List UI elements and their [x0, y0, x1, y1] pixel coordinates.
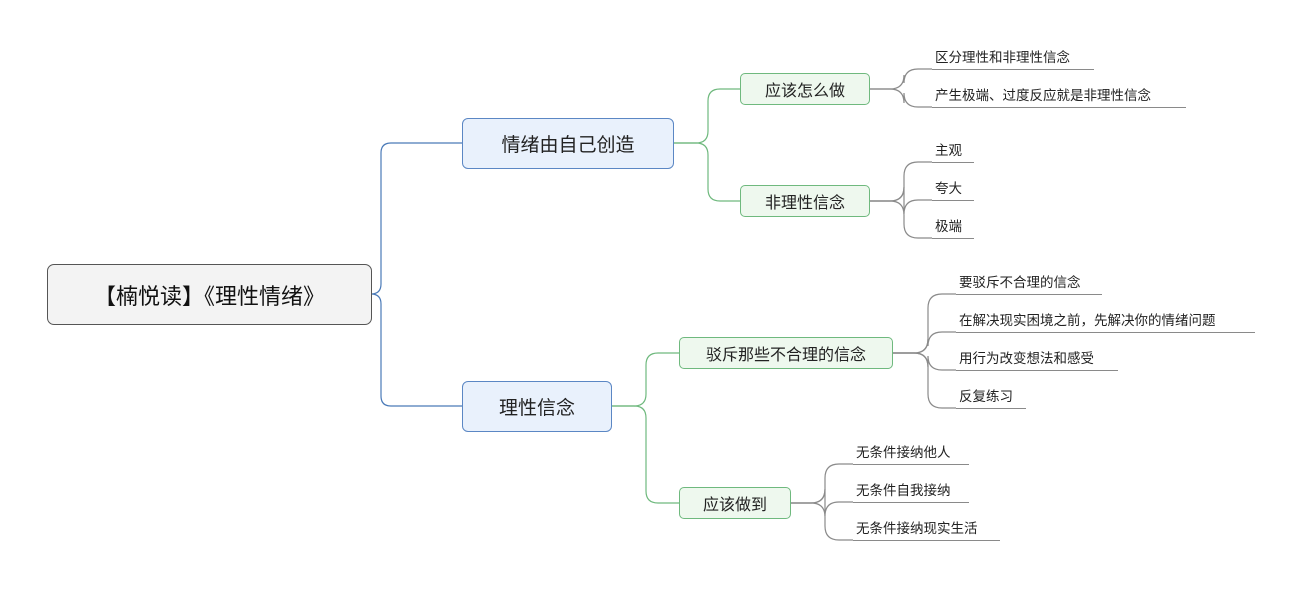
- leaf-extreme[interactable]: 极端: [932, 217, 974, 239]
- leaf-connector-d-1: [791, 488, 853, 517]
- subtopic-what-to-do[interactable]: 应该怎么做: [740, 73, 870, 105]
- branch-rational-belief[interactable]: 理性信念: [462, 381, 612, 432]
- leaf-connector-c-3: [893, 352, 956, 409]
- leaf-connector-d-2: [791, 502, 853, 541]
- leaf-distinguish-beliefs[interactable]: 区分理性和非理性信念: [932, 48, 1094, 70]
- leaf-behavior-change[interactable]: 用行为改变想法和感受: [956, 349, 1118, 371]
- branch0-connector-1: [674, 142, 740, 202]
- leaf-solve-emotion-first[interactable]: 在解决现实困境之前，先解决你的情绪问题: [956, 311, 1255, 333]
- leaf-connector-d-0: [791, 463, 853, 504]
- leaf-connector-b-1: [870, 186, 932, 215]
- leaf-repeat-practice[interactable]: 反复练习: [956, 387, 1026, 409]
- subtopic-irrational-belief[interactable]: 非理性信念: [740, 185, 870, 217]
- leaf-connector-a-0: [870, 68, 932, 90]
- branch1-connector-1: [612, 405, 679, 504]
- subtopic-refute-irrational-beliefs[interactable]: 驳斥那些不合理的信念: [679, 337, 893, 369]
- leaf-extreme-reaction[interactable]: 产生极端、过度反应就是非理性信念: [932, 86, 1186, 108]
- leaf-accept-reality[interactable]: 无条件接纳现实生活: [853, 519, 1000, 541]
- leaf-connector-a-1: [870, 88, 932, 108]
- leaf-subjective[interactable]: 主观: [932, 141, 974, 163]
- subtopic-should-achieve[interactable]: 应该做到: [679, 487, 791, 519]
- leaf-connector-b-2: [870, 200, 932, 239]
- branch0-connector-0: [674, 88, 740, 144]
- root-connector-1: [370, 293, 462, 407]
- leaf-exaggerate[interactable]: 夸大: [932, 179, 974, 201]
- leaf-refute-beliefs[interactable]: 要驳斥不合理的信念: [956, 273, 1102, 295]
- leaf-connector-c-0: [893, 293, 956, 354]
- root-connector-0: [370, 142, 462, 295]
- branch1-connector-0: [612, 352, 679, 407]
- leaf-connector-c-2: [893, 352, 956, 371]
- leaf-accept-others[interactable]: 无条件接纳他人: [853, 443, 969, 465]
- leaf-connector-b-0: [870, 161, 932, 202]
- branch-emotions-self-created[interactable]: 情绪由自己创造: [462, 118, 674, 169]
- leaf-connector-c-1: [893, 331, 956, 354]
- root-topic[interactable]: 【楠悦读】《理性情绪》: [47, 264, 372, 325]
- leaf-accept-self[interactable]: 无条件自我接纳: [853, 481, 969, 503]
